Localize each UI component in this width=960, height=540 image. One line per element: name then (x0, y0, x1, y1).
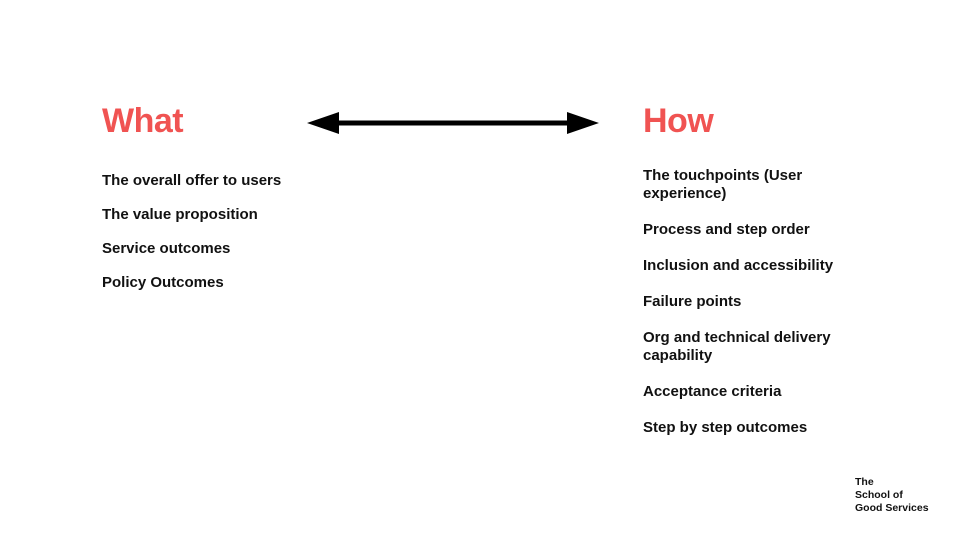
list-item: Org and technical delivery capability (643, 329, 831, 364)
list-item: Policy Outcomes (102, 274, 224, 291)
how-list: The touchpoints (User experience) Proces… (643, 167, 878, 455)
logo-line: Good Services (855, 502, 929, 514)
double-arrow-icon (307, 110, 599, 136)
list-item: Process and step order (643, 221, 810, 238)
how-heading: How (643, 102, 714, 140)
what-heading: What (102, 102, 184, 140)
list-item: The overall offer to users (102, 172, 282, 189)
school-of-good-services-logo: The School of Good Services (855, 476, 929, 515)
list-item: Failure points (643, 293, 742, 310)
logo-line: School of (855, 489, 903, 501)
list-item: Acceptance criteria (643, 383, 782, 400)
list-item: Step by step outcomes (643, 419, 808, 436)
what-list: The overall offer to users The value pro… (102, 171, 362, 307)
list-item: The value proposition (102, 206, 258, 223)
list-item: The touchpoints (User experience) (643, 167, 803, 202)
list-item: Service outcomes (102, 240, 231, 257)
list-item: Inclusion and accessibility (643, 257, 834, 274)
logo-line: The (855, 476, 874, 488)
